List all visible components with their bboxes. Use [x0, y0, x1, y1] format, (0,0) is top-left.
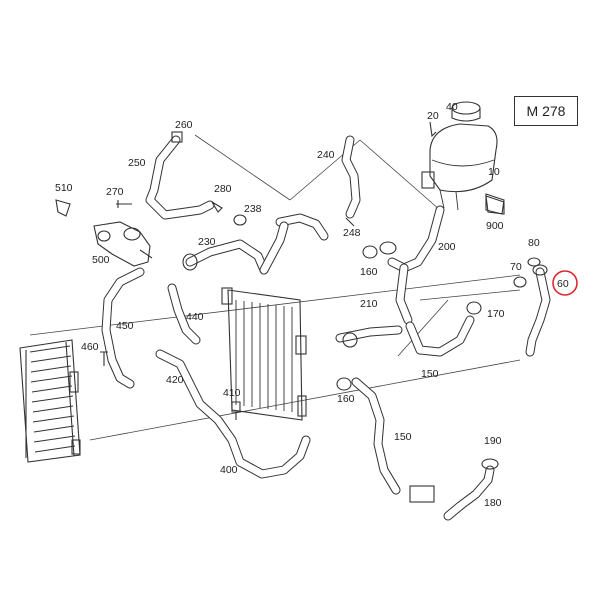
- label-180: 180: [484, 497, 502, 509]
- label-280: 280: [214, 183, 232, 195]
- label-70: 70: [510, 261, 522, 273]
- highlight-circle-60: [552, 270, 578, 296]
- label-260: 260: [175, 119, 193, 131]
- bracket-900: [485, 195, 505, 215]
- thermostat-housing: [93, 221, 153, 267]
- auxiliary-radiator: [19, 339, 81, 463]
- hose-150-upper: [335, 315, 475, 357]
- hose-420-400: [155, 349, 311, 479]
- label-20: 20: [427, 110, 439, 122]
- label-170: 170: [487, 308, 505, 320]
- clip-20: [429, 121, 437, 138]
- label-230: 230: [198, 236, 216, 248]
- label-240: 240: [317, 149, 335, 161]
- label-160-upper: 160: [360, 266, 378, 278]
- label-270: 270: [106, 186, 124, 198]
- label-150-lower: 150: [394, 431, 412, 443]
- label-238: 238: [244, 203, 262, 215]
- bolts-lower: [100, 351, 241, 420]
- reference-labels: 40 20 260 240 10 250 510 270 280 238 248…: [55, 101, 569, 509]
- label-410: 410: [223, 387, 241, 399]
- hose-60: [525, 257, 551, 357]
- label-420: 420: [166, 374, 184, 386]
- label-450: 450: [116, 320, 134, 332]
- label-190: 190: [484, 435, 502, 447]
- fasteners-upper: [116, 200, 355, 227]
- hose-150-lower: [351, 377, 435, 503]
- label-460: 460: [81, 341, 99, 353]
- label-510: 510: [55, 182, 73, 194]
- label-400: 400: [220, 464, 238, 476]
- label-200: 200: [438, 241, 456, 253]
- label-80: 80: [528, 237, 540, 249]
- label-900: 900: [486, 220, 504, 232]
- leader-lines: [29, 134, 521, 441]
- hose-250: [145, 131, 215, 220]
- label-160-lower: 160: [337, 393, 355, 405]
- label-440: 440: [186, 311, 204, 323]
- expansion-tank-cap: [451, 101, 481, 122]
- clip-510: [55, 199, 71, 217]
- hose-440-450: [101, 267, 201, 389]
- label-500: 500: [92, 254, 110, 266]
- label-150-mid: 150: [421, 368, 439, 380]
- label-40: 40: [446, 101, 458, 113]
- label-210: 210: [360, 298, 378, 310]
- label-60: 60: [557, 278, 569, 290]
- label-250: 250: [128, 157, 146, 169]
- model-code-box: M 278: [514, 96, 578, 126]
- main-radiator: [221, 287, 307, 421]
- label-10: 10: [488, 166, 500, 178]
- hose-240: [259, 135, 361, 275]
- hose-180: [443, 458, 499, 521]
- label-248: 248: [343, 227, 361, 239]
- seal-rings: [336, 245, 527, 391]
- hose-230: [182, 239, 269, 275]
- hose-200: [379, 205, 445, 325]
